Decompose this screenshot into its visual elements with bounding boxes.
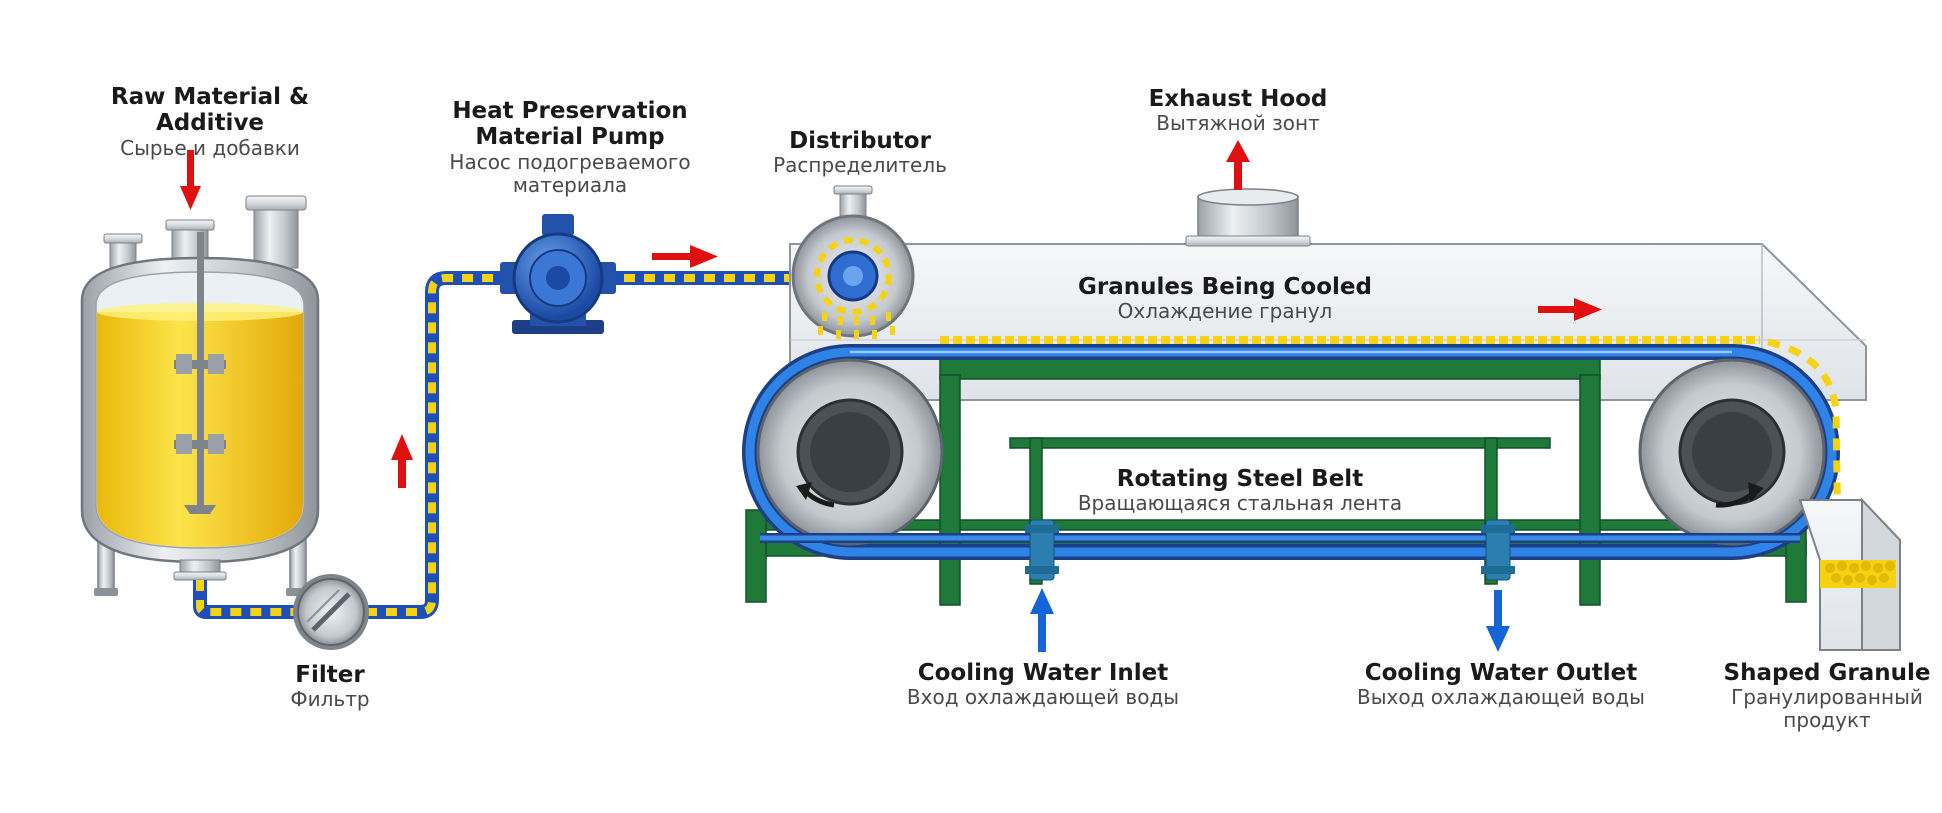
label-shaped-granule-en: Shaped Granule <box>1723 660 1931 686</box>
label-shaped-granule-ru-1: Гранулированный <box>1731 685 1923 710</box>
granule-row <box>940 336 1842 541</box>
mixing-tank <box>80 195 320 596</box>
flow-right-arrow <box>652 245 718 268</box>
label-exhaust-hood-en: Exhaust Hood <box>1148 86 1328 112</box>
steel-belt <box>742 344 1840 560</box>
label-pump-ru-2: материала <box>512 172 628 197</box>
label-water-outlet: Cooling Water Outlet Выход охлаждающей в… <box>1336 660 1666 709</box>
raw-material-inlet-arrow <box>180 150 201 210</box>
right-drum <box>1638 358 1826 546</box>
label-pump-en-1: Heat Preservation <box>452 98 688 124</box>
label-raw-material-ru: Сырье и добавки <box>120 135 300 160</box>
label-distributor: Distributor Распределитель <box>740 128 980 177</box>
label-granules-cooled-ru: Охлаждение гранул <box>1117 299 1333 324</box>
left-drum <box>756 358 944 546</box>
granule-direction-arrow <box>1538 298 1602 321</box>
label-raw-material: Raw Material & Additive Сырье и добавки <box>60 84 360 160</box>
label-pump-en-2: Material Pump <box>475 124 665 151</box>
label-granules-cooled: Granules Being Cooled Охлаждение гранул <box>1070 274 1380 323</box>
label-filter: Filter Фильтр <box>260 662 400 711</box>
label-water-inlet-en: Cooling Water Inlet <box>917 660 1169 686</box>
distributor <box>791 185 915 338</box>
label-shaped-granule-ru-2: продукт <box>1783 708 1871 733</box>
label-exhaust-hood-ru: Вытяжной зонт <box>1156 111 1320 136</box>
material-pipeline <box>193 271 800 619</box>
water-inlet-arrow <box>1030 588 1054 652</box>
label-water-outlet-ru: Выход охлаждающей воды <box>1357 685 1645 710</box>
cooling-water-pipes <box>760 519 1800 581</box>
label-pump: Heat Preservation Material Pump Насос по… <box>430 98 710 197</box>
heat-preservation-pump <box>500 214 616 334</box>
label-distributor-ru: Распределитель <box>773 153 947 178</box>
exhaust-up-arrow <box>1226 140 1250 190</box>
granule-drops <box>818 312 895 339</box>
label-filter-en: Filter <box>295 662 365 688</box>
label-water-inlet-ru: Вход охлаждающей воды <box>906 685 1180 710</box>
label-pump-ru-1: Насос подогреваемого <box>449 149 691 174</box>
water-outlet-arrow <box>1486 590 1510 652</box>
label-granules-cooled-en: Granules Being Cooled <box>1078 274 1372 300</box>
label-water-inlet: Cooling Water Inlet Вход охлаждающей вод… <box>888 660 1198 709</box>
label-steel-belt-en: Rotating Steel Belt <box>1116 466 1364 492</box>
exhaust-hood <box>1185 188 1311 247</box>
label-shaped-granule: Shaped Granule Гранулированный продукт <box>1716 660 1938 732</box>
label-distributor-en: Distributor <box>789 128 931 154</box>
label-exhaust-hood: Exhaust Hood Вытяжной зонт <box>1118 86 1358 135</box>
label-raw-material-en: Raw Material & Additive <box>110 84 310 137</box>
flow-up-arrow <box>391 434 413 488</box>
filter-unit <box>293 574 369 650</box>
label-steel-belt-ru: Вращающаяся стальная лента <box>1077 491 1403 516</box>
label-water-outlet-en: Cooling Water Outlet <box>1364 660 1638 686</box>
label-steel-belt: Rotating Steel Belt Вращающаяся стальная… <box>1070 466 1410 515</box>
granule-bin <box>1798 497 1901 651</box>
label-filter-ru: Фильтр <box>290 687 370 712</box>
